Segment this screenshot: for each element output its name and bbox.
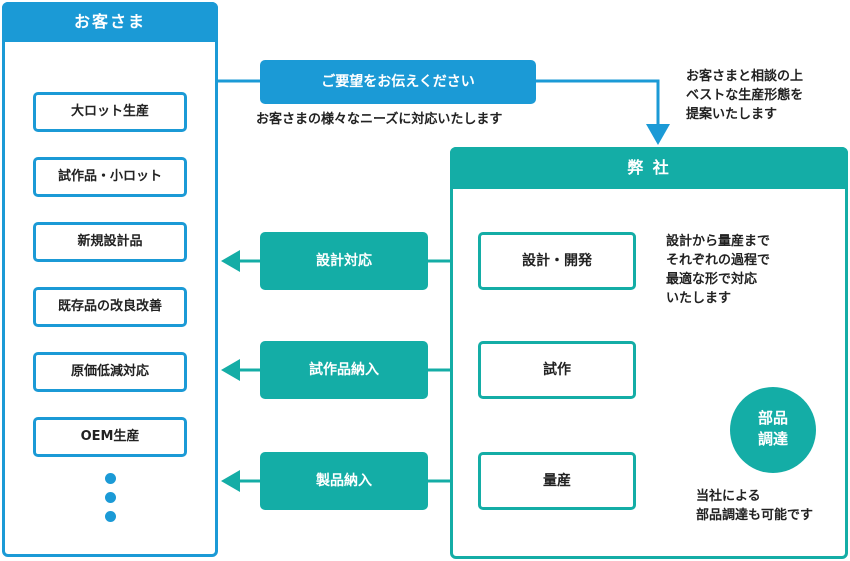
design-note: 設計から量産まで それぞれの過程で 最適な形で対応 いたします xyxy=(666,234,771,306)
step-prototype: 試作 xyxy=(478,341,636,399)
service-large-lot: 大ロット生産 xyxy=(33,92,187,132)
more-dot xyxy=(105,492,116,503)
service-prototype-small-lot: 試作品・小ロット xyxy=(33,157,187,197)
company-title: 弊 社 xyxy=(450,147,848,189)
request-arrowhead xyxy=(646,124,670,145)
prototype-delivery-arrow xyxy=(221,359,240,381)
delivery-prototype: 試作品納入 xyxy=(260,341,428,399)
customer-title: お客さま xyxy=(2,2,218,42)
step-design-development: 設計・開発 xyxy=(478,232,636,290)
procurement-circle: 部品 調達 xyxy=(730,387,816,473)
more-dot xyxy=(105,473,116,484)
request-label: ご要望をお伝えください xyxy=(260,60,536,104)
procurement-note: 当社による 部品調達も可能です xyxy=(696,489,814,523)
step-mass-production: 量産 xyxy=(478,452,636,510)
delivery-product: 製品納入 xyxy=(260,452,428,510)
request-line-right xyxy=(536,79,660,128)
service-cost-reduction: 原価低減対応 xyxy=(33,352,187,392)
delivery-design: 設計対応 xyxy=(260,232,428,290)
design-delivery-arrow xyxy=(221,250,240,272)
more-dot xyxy=(105,511,116,522)
request-caption: お客さまの様々なニーズに対応いたします xyxy=(256,112,503,127)
proposal-note: お客さまと相談の上 ベストな生産形態を 提案いたします xyxy=(686,69,804,122)
service-oem: OEM生産 xyxy=(33,417,187,457)
service-new-design: 新規設計品 xyxy=(33,222,187,262)
production-delivery-arrow xyxy=(221,470,240,492)
service-improvement: 既存品の改良改善 xyxy=(33,287,187,327)
